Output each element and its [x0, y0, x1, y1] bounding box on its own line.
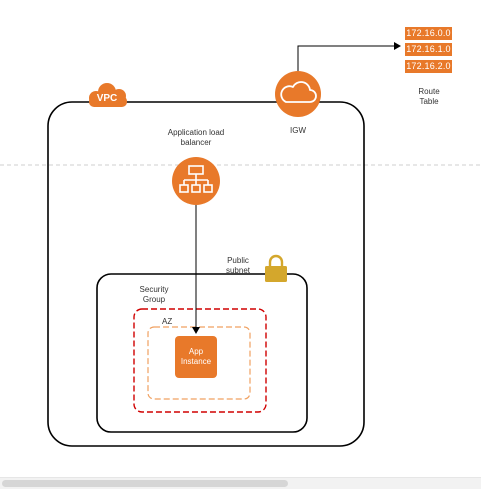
horizontal-scrollbar[interactable] — [0, 477, 481, 489]
public-subnet-container — [96, 273, 308, 433]
vpc-cloud-icon — [89, 83, 127, 107]
app-instance-label-line1: App — [188, 347, 204, 356]
lock-icon — [265, 254, 287, 282]
security-group-label-line1: Security — [139, 285, 169, 294]
route-table-entry: 172.16.1.0 — [405, 43, 452, 56]
route-table-label-line1: Route — [418, 87, 440, 96]
load-balancer-label-line1: Application load — [167, 128, 225, 137]
app-instance-label-line2: Instance — [180, 357, 212, 366]
scrollbar-thumb[interactable] — [2, 480, 288, 487]
route-table-entry: 172.16.2.0 — [405, 60, 452, 73]
igw-to-route-table-arrow — [297, 42, 401, 72]
az-label: AZ — [162, 317, 173, 326]
route-table-entry: 172.16.0.0 — [405, 27, 452, 40]
igw-icon — [275, 71, 321, 117]
security-group-label-line2: Group — [142, 295, 166, 304]
vpc-container — [47, 101, 365, 447]
load-balancer-icon — [172, 157, 220, 205]
security-group-container — [133, 308, 267, 413]
load-balancer-label-line2: balancer — [180, 138, 212, 147]
vpc-label: VPC — [96, 93, 118, 104]
igw-label: IGW — [290, 126, 306, 135]
public-subnet-label-line1: Public — [227, 256, 249, 265]
public-subnet-label-line2: subnet — [225, 266, 251, 275]
route-table-label-line2: Table — [419, 97, 439, 106]
app-instance-node: App Instance — [175, 336, 217, 378]
